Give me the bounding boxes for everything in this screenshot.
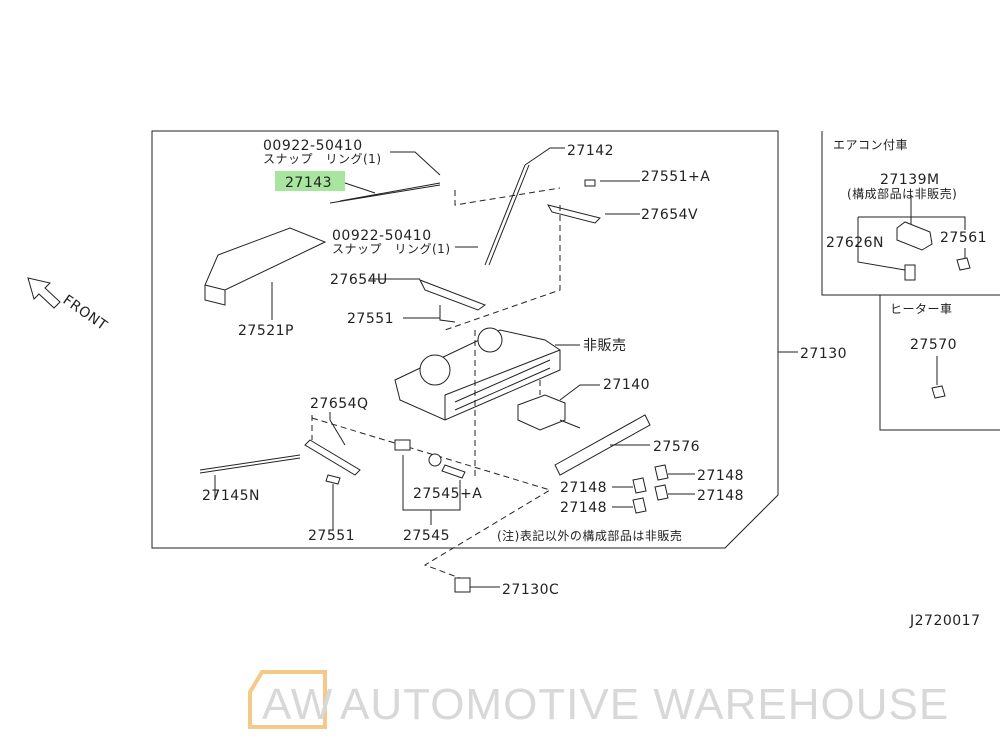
note-text: (注)表記以外の構成部品は非販売 [497,528,682,543]
label-not-sold: 非販売 [583,338,627,354]
watermark-logo-frame [248,670,327,729]
label-27551-bottom[interactable]: 27551 [308,528,355,544]
label-27545a[interactable]: 27545+A [413,486,482,502]
label-27145n[interactable]: 27145N [202,488,260,504]
heater-frame [879,295,1000,431]
label-27148[interactable]: 27148 [697,488,744,504]
label-27561[interactable]: 27561 [940,230,987,246]
main-frame [151,130,779,549]
label-27521p[interactable]: 27521P [238,323,294,339]
watermark-text: AUTOMOTIVE WAREHOUSE [340,680,949,729]
part-drawings [199,147,971,593]
label-snap-ring-2-desc: スナップ リング(1) [332,242,451,256]
label-27545[interactable]: 27545 [403,528,450,544]
watermark: AW AUTOMOTIVE WAREHOUSE [248,670,949,729]
label-27139m-note: (構成部品は非販売) [847,186,957,201]
label-27148[interactable]: 27148 [697,468,744,484]
label-27148[interactable]: 27148 [560,480,607,496]
selected-part-highlight [275,171,345,191]
label-27626n[interactable]: 27626N [826,235,884,251]
label-27654q[interactable]: 27654Q [310,396,369,412]
label-27140[interactable]: 27140 [603,377,650,393]
label-snap-ring-2[interactable]: 00922-50410 [332,228,432,244]
label-27143[interactable]: 27143 [285,175,332,191]
label-27148[interactable]: 27148 [560,500,607,516]
label-27570[interactable]: 27570 [910,337,957,353]
label-27139m[interactable]: 27139M [880,172,940,188]
aircon-frame [821,131,1000,296]
diagram-id: J2720017 [909,613,980,629]
aircon-box-title: エアコン付車 [833,138,908,152]
label-27654u[interactable]: 27654U [330,272,388,288]
watermark-logo: AW [262,680,333,729]
label-27551-top[interactable]: 27551 [347,311,394,327]
front-label: FRONT [60,292,110,334]
label-27654v[interactable]: 27654V [641,207,698,223]
label-27130c[interactable]: 27130C [502,582,559,598]
label-27576[interactable]: 27576 [653,439,700,455]
front-arrow-icon: FRONT [27,277,110,334]
label-27130[interactable]: 27130 [800,346,847,362]
label-27551a[interactable]: 27551+A [641,169,710,185]
knob-icons [612,464,695,514]
part-labels: 00922-50410 スナップ リング(1) 27143 27142 2755… [202,138,987,629]
label-snap-ring-1-desc: スナップ リング(1) [263,152,382,166]
label-snap-ring-1[interactable]: 00922-50410 [263,138,363,154]
label-27142[interactable]: 27142 [567,143,614,159]
heater-box-title: ヒーター車 [890,302,953,316]
